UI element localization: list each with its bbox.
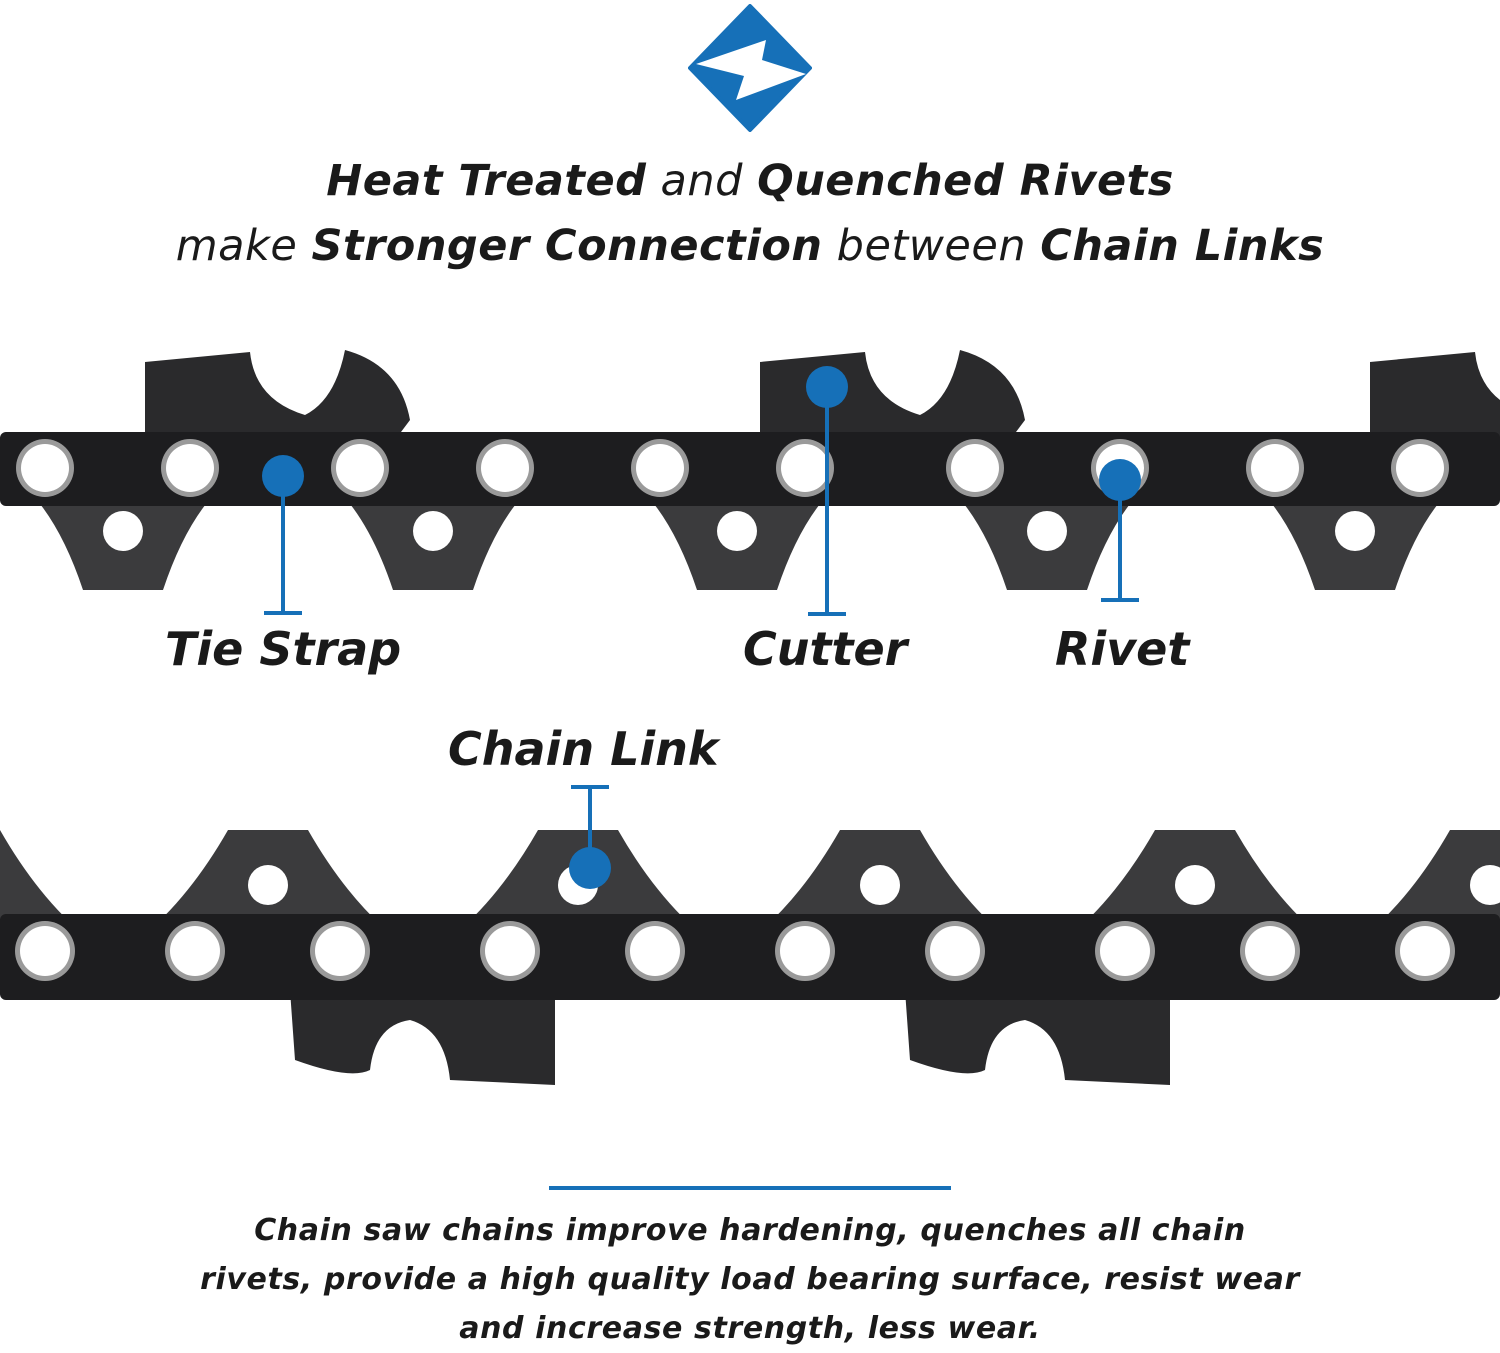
headline-segment: make (175, 221, 312, 271)
rivet-hole (1396, 444, 1444, 492)
cutter-label: Cutter (743, 622, 908, 676)
tie-strap-marker-dot (262, 455, 304, 497)
description-text: Chain saw chains improve hardening, quen… (0, 1206, 1500, 1353)
rivet-hole (951, 444, 999, 492)
drive-link-hole (860, 865, 900, 905)
rivet-hole (781, 444, 829, 492)
rivet-hole (485, 926, 535, 976)
chain-link-marker-dot (569, 847, 611, 889)
brand-logo-icon (688, 4, 812, 132)
description-line: rivets, provide a high quality load bear… (200, 1262, 1300, 1297)
chain-link-label: Chain Link (448, 722, 719, 776)
drive-link-hole (717, 511, 757, 551)
drive-link (0, 830, 90, 940)
drive-link-hole (103, 511, 143, 551)
rivet-hole (21, 444, 69, 492)
rivet-hole (780, 926, 830, 976)
rivet-hole (315, 926, 365, 976)
divider (549, 1186, 951, 1190)
rivet-hole (930, 926, 980, 976)
cutter-marker-dot (806, 366, 848, 408)
headline-line-2: make Stronger Connection between Chain L… (0, 221, 1500, 271)
drive-link (1360, 830, 1500, 940)
rivet-hole (636, 444, 684, 492)
headline-segment: and (646, 156, 758, 206)
headline-segment: Stronger Connection (311, 221, 823, 271)
cutter-tooth (290, 990, 555, 1085)
cutter-tooth (760, 350, 1025, 440)
rivet-hole (336, 444, 384, 492)
cutter-tooth (145, 350, 410, 440)
drive-link-hole (1335, 511, 1375, 551)
rivet-hole (1100, 926, 1150, 976)
rivet-hole (1400, 926, 1450, 976)
headline-segment: between (822, 221, 1041, 271)
rivet-hole (481, 444, 529, 492)
cutter-tooth (905, 990, 1170, 1085)
tie-strap-label: Tie Strap (165, 622, 402, 676)
headline-segment: Chain Links (1040, 221, 1325, 271)
headline-segment: Heat Treated (326, 156, 647, 206)
rivet-hole (166, 444, 214, 492)
description-line: and increase strength, less wear. (459, 1311, 1041, 1346)
rivet-hole (170, 926, 220, 976)
rivet-hole (630, 926, 680, 976)
cutter-tooth (1370, 352, 1500, 440)
drive-link-hole (1470, 865, 1500, 905)
rivet-hole (1245, 926, 1295, 976)
drive-link-hole (1027, 511, 1067, 551)
rivet-marker-dot (1099, 459, 1141, 501)
description-line: Chain saw chains improve hardening, quen… (254, 1213, 1246, 1248)
rivet-hole (20, 926, 70, 976)
drive-link-hole (413, 511, 453, 551)
rivet-label: Rivet (1055, 622, 1190, 676)
drive-link-hole (248, 865, 288, 905)
rivet-hole (1251, 444, 1299, 492)
headline-line-1: Heat Treated and Quenched Rivets (0, 156, 1500, 206)
drive-link-hole (1175, 865, 1215, 905)
headline-segment: Quenched Rivets (757, 156, 1174, 206)
